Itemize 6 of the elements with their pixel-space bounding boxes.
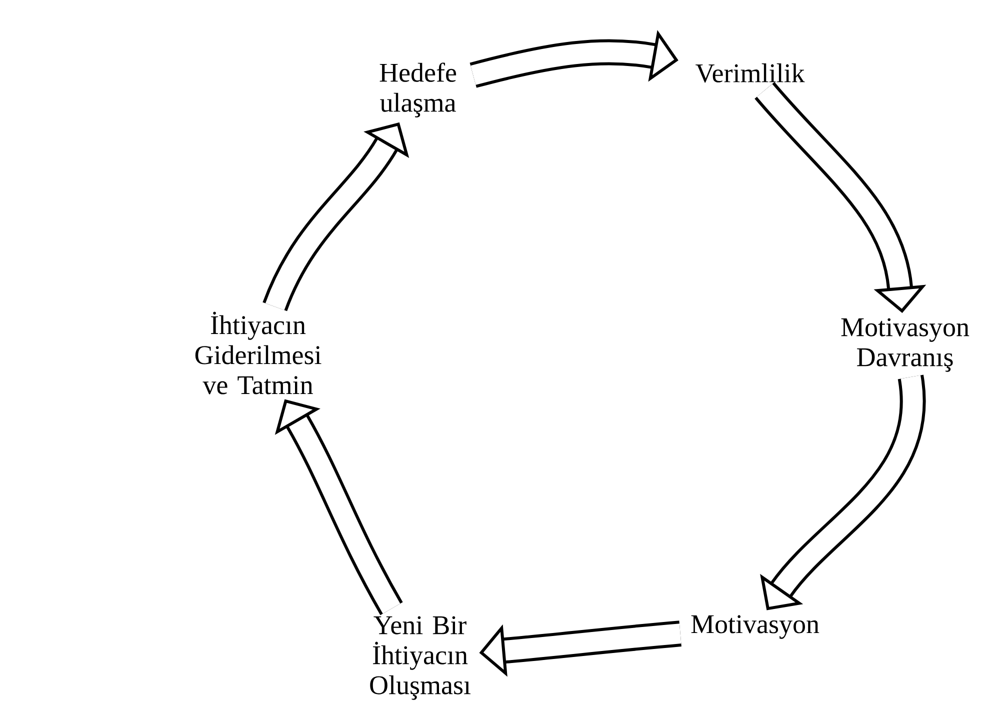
cycle-label: Yeni Bir İhtiyacın Oluşması [370,616,470,700]
cycle-label: Verimlilik [696,63,805,83]
cycle-label: Hedefe ulaşma [380,62,456,118]
cycle-label: Motivasyon [691,615,820,639]
cycle-label: Motivasyon Davranış [841,318,970,372]
cycle-label: İhtiyacın Giderilmesi ve Tatmin [195,312,322,394]
